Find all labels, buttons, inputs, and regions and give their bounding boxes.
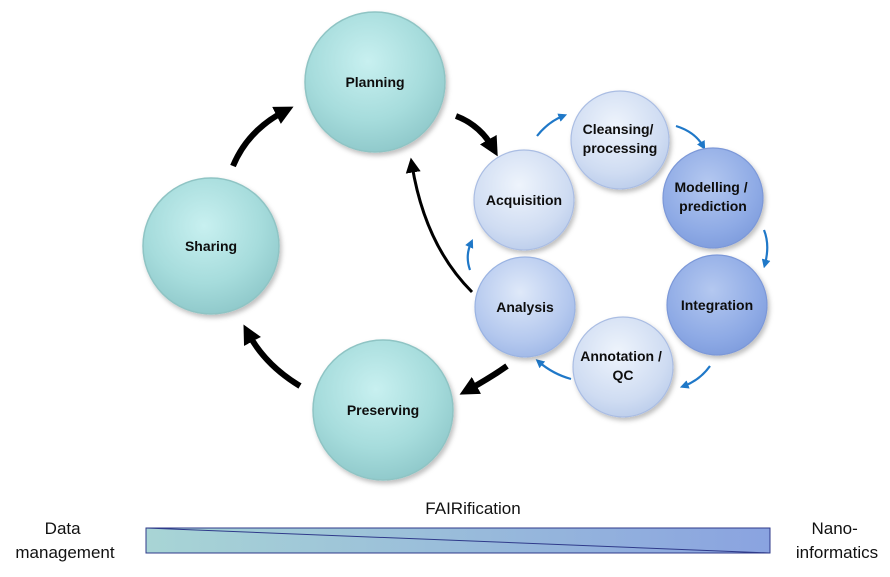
svg-text:Nano- informatics: Nano- informatics <box>796 519 878 562</box>
left-label-line2: management <box>15 543 115 562</box>
svg-text:Analysis: Analysis <box>496 299 554 315</box>
fairification-label: FAIRification <box>425 499 520 518</box>
right-label-line2: informatics <box>796 543 878 562</box>
inner-cycle-nodes: Acquisition Cleansing/ processing Modell… <box>473 90 768 418</box>
arrow-analysis-to-preserving <box>459 363 509 395</box>
svg-text:Planning: Planning <box>345 74 404 90</box>
modelling-label-line1: Modelling / <box>675 179 748 195</box>
node-sharing: Sharing <box>142 177 280 315</box>
node-analysis: Analysis <box>474 256 576 358</box>
arrow-annotation-to-analysis <box>535 359 572 381</box>
right-label-line1: Nano- <box>811 519 857 538</box>
annotation-label-line1: Annotation / <box>580 348 662 364</box>
outer-cycle-arrows <box>230 106 509 395</box>
node-preserving: Preserving <box>312 339 454 481</box>
node-cleansing: Cleansing/ processing <box>570 90 670 190</box>
arrow-planning-to-acquisition <box>454 113 498 157</box>
acquisition-label: Acquisition <box>486 192 562 208</box>
svg-text:Preserving: Preserving <box>347 402 419 418</box>
node-acquisition: Acquisition <box>473 149 575 251</box>
svg-text:Sharing: Sharing <box>185 238 237 254</box>
fairification-scale: FAIRification Data management Nano- info… <box>15 499 878 562</box>
planning-label: Planning <box>345 74 404 90</box>
node-integration: Integration <box>666 254 768 356</box>
preserving-label: Preserving <box>347 402 419 418</box>
sharing-label: Sharing <box>185 238 237 254</box>
arrow-analysis-to-acquisition <box>465 239 474 271</box>
arrow-modelling-to-integration <box>761 229 771 269</box>
outer-cycle-nodes: Planning Sharing Preserving <box>142 11 454 481</box>
svg-text:Data management: Data management <box>15 519 115 562</box>
node-modelling: Modelling / prediction <box>662 147 764 249</box>
arrow-sharing-to-planning <box>230 106 294 168</box>
svg-text:Modelling / prediction: Modelling / prediction <box>675 179 752 214</box>
annotation-label-line2: QC <box>613 367 634 383</box>
arrow-cleansing-to-modelling <box>675 124 706 150</box>
cleansing-label-line2: processing <box>583 140 658 156</box>
modelling-label-line2: prediction <box>679 198 747 214</box>
svg-text:Acquisition: Acquisition <box>486 192 562 208</box>
svg-text:Annotation / QC: Annotation / QC <box>580 348 666 383</box>
left-label-line1: Data <box>45 519 81 538</box>
arrow-integration-to-annotation <box>679 365 711 389</box>
svg-text:Integration: Integration <box>681 297 753 313</box>
integration-label: Integration <box>681 297 753 313</box>
arrow-analysis-to-planning <box>405 157 474 294</box>
arrow-preserving-to-sharing <box>243 324 302 389</box>
svg-text:Cleansing/ processing: Cleansing/ processing <box>583 121 658 156</box>
node-planning: Planning <box>304 11 446 153</box>
analysis-label: Analysis <box>496 299 554 315</box>
inner-cycle-arrows <box>465 113 771 389</box>
cleansing-label-line1: Cleansing/ <box>583 121 654 137</box>
arrow-acquisition-to-cleansing <box>536 113 568 137</box>
gradient-bar-diagonal <box>145 527 771 554</box>
node-annotation: Annotation / QC <box>572 316 674 418</box>
